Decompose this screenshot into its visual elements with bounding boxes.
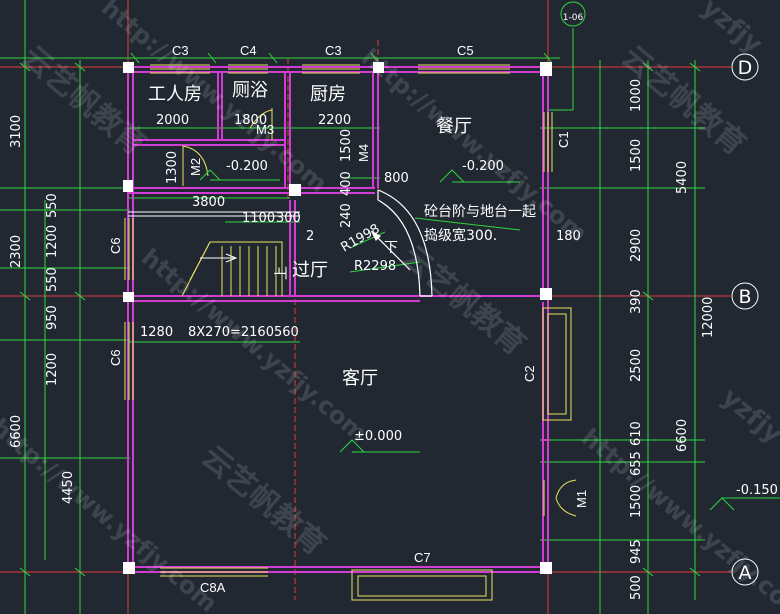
door-label-m3: M3 xyxy=(256,122,274,137)
dim-4450: 4450 xyxy=(61,471,76,504)
staircase xyxy=(181,241,283,297)
axis-label-a: A xyxy=(739,562,752,584)
dim-550a: 550 xyxy=(45,193,60,218)
axis-label-b: B xyxy=(738,286,751,308)
dim-180: 180 xyxy=(556,229,581,244)
room-corridor: 过厅 xyxy=(292,260,328,281)
elevation-living: ±0.000 xyxy=(354,429,402,444)
dim-2300: 2300 xyxy=(9,235,24,268)
doors xyxy=(182,108,577,517)
elevation-symbols xyxy=(199,169,780,511)
room-kitchen: 厨房 xyxy=(310,84,346,105)
walls xyxy=(127,66,549,573)
dimension-lines xyxy=(0,0,705,614)
dim-400: 400 xyxy=(339,171,354,196)
dim-2500: 2500 xyxy=(629,349,644,382)
dim-1200b: 1200 xyxy=(45,353,60,386)
dim-1800: 1800 xyxy=(234,113,267,128)
door-label-m4: M4 xyxy=(356,144,371,162)
watermark-url-3: http://www.yzfjy.com xyxy=(136,243,372,448)
room-bathroom: 厕浴 xyxy=(232,80,268,101)
dim-2200: 2200 xyxy=(318,113,351,128)
window-label-c6-upper: C6 xyxy=(108,237,123,254)
dim-6600-right: 6600 xyxy=(675,419,690,452)
watermark-short-2: yzfjy xyxy=(716,382,780,450)
dim-12000: 12000 xyxy=(701,297,716,338)
dim-945: 945 xyxy=(629,539,644,564)
dim-1200a: 1200 xyxy=(45,225,60,258)
elevation-upper-left: -0.200 xyxy=(226,159,268,174)
dim-2000: 2000 xyxy=(156,113,189,128)
dim-610: 610 xyxy=(629,421,644,446)
radius-r2298: R2298 xyxy=(354,259,396,274)
dim-1000: 1000 xyxy=(629,79,644,112)
window-label-c3-b: C3 xyxy=(325,43,342,58)
dim-5400: 5400 xyxy=(675,161,690,194)
window-label-c5: C5 xyxy=(457,43,474,58)
watermark-short-1: yzfjy xyxy=(696,0,768,60)
dim-950: 950 xyxy=(45,305,60,330)
arrow-down-label: 下 xyxy=(384,240,398,256)
dim-240: 240 xyxy=(339,203,354,228)
window-label-c2: C2 xyxy=(522,365,537,382)
watermark-url-5: http://www.yzfjy.com xyxy=(0,413,222,614)
room-living: 客厅 xyxy=(342,368,378,389)
dim-550b: 550 xyxy=(45,267,60,292)
window-label-c6-lower: C6 xyxy=(108,349,123,366)
note-line-2: 捣级宽300. xyxy=(424,227,497,244)
dim-1500-right: 1500 xyxy=(629,139,644,172)
section-tag: 1-06 xyxy=(563,13,584,23)
dim-1100: 1100 xyxy=(242,211,275,226)
section-bubble xyxy=(560,1,586,27)
room-dining: 餐厅 xyxy=(436,116,472,137)
dim-390: 390 xyxy=(629,289,644,314)
arrow-up-label: 上 xyxy=(274,266,290,280)
axis-bubbles xyxy=(560,1,759,586)
dim-800: 800 xyxy=(384,171,409,186)
dim-3100: 3100 xyxy=(9,115,24,148)
dim-6600-left: 6600 xyxy=(9,415,24,448)
dim-1300: 1300 xyxy=(165,151,180,184)
door-label-m2: M2 xyxy=(188,158,203,176)
dim-300: 300 xyxy=(276,211,301,226)
dim-2: 2 xyxy=(306,229,314,244)
dim-1500: 1500 xyxy=(339,129,354,162)
dim-1280: 1280 xyxy=(140,325,173,340)
elevation-dining: -0.200 xyxy=(462,159,504,174)
windows xyxy=(124,64,572,601)
watermark-url-1: http://www.yzfjy.com xyxy=(96,0,332,198)
dim-3800: 3800 xyxy=(192,195,225,210)
dim-655: 655 xyxy=(629,451,644,476)
dim-steps: 8X270=2160 xyxy=(188,325,274,340)
dim-2900: 2900 xyxy=(629,229,644,262)
watermark-brand-4: 云艺帆教育 xyxy=(195,439,332,562)
window-label-c1: C1 xyxy=(556,131,571,148)
dim-560: 560 xyxy=(274,325,299,340)
door-label-m1: M1 xyxy=(574,490,589,508)
room-workers: 工人房 xyxy=(148,84,202,105)
window-label-c4: C4 xyxy=(240,43,257,58)
window-label-c8a: C8A xyxy=(200,580,226,595)
note-line-1: 砼台阶与地台一起 xyxy=(424,204,536,220)
dim-500: 500 xyxy=(629,575,644,600)
window-label-c3-a: C3 xyxy=(172,43,189,58)
columns xyxy=(123,62,552,574)
window-label-c7: C7 xyxy=(414,550,431,565)
elevation-outside: -0.150 xyxy=(736,483,778,498)
axis-label-d: D xyxy=(738,57,753,79)
curved-steps xyxy=(370,189,433,297)
dim-1500b-right: 1500 xyxy=(629,485,644,518)
